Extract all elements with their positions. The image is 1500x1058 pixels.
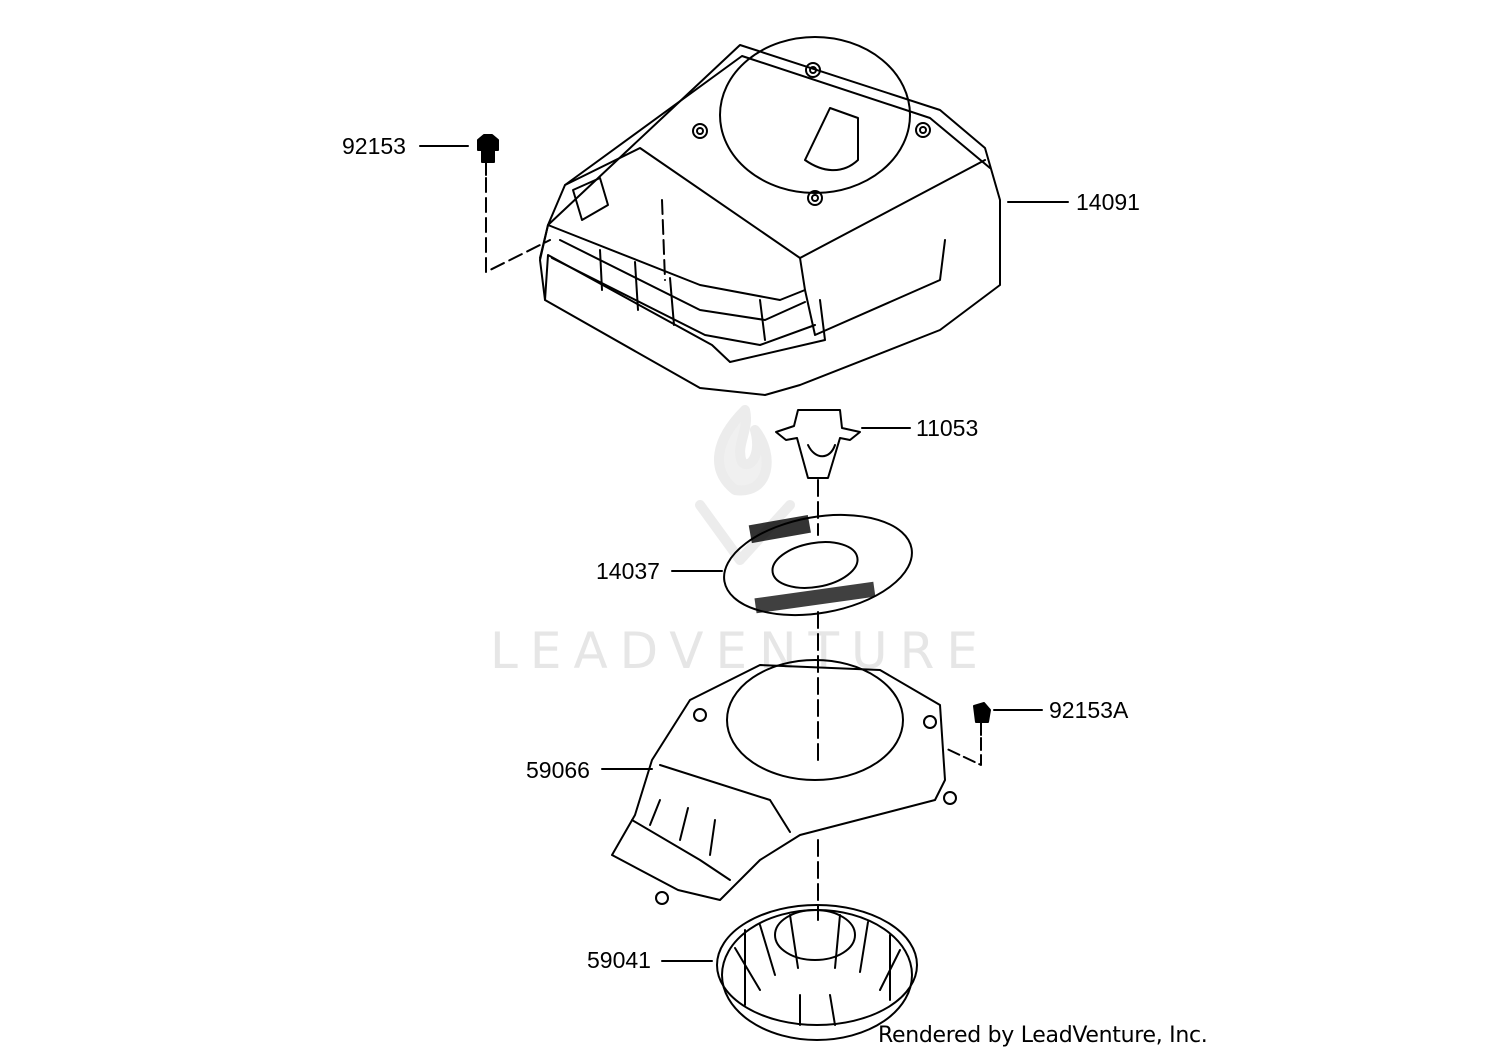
bolt-guide-line: [485, 177, 666, 281]
label-59066: 59066: [526, 757, 590, 783]
label-92153: 92153: [342, 133, 406, 159]
label-59041: 59041: [587, 947, 651, 973]
watermark-text: LEADVENTURE: [490, 622, 990, 680]
rendered-by-credit: Rendered by LeadVenture, Inc.: [878, 1023, 1208, 1048]
bolt-a-guide-line: [944, 737, 982, 766]
part-59041-fan[interactable]: [716, 904, 918, 1041]
part-14091-cover[interactable]: [539, 36, 1001, 396]
part-14037-screen[interactable]: [716, 501, 920, 629]
part-11053-cup[interactable]: [775, 409, 861, 479]
label-92153A: 92153A: [1049, 697, 1129, 723]
part-59066-housing[interactable]: [611, 659, 957, 905]
label-14037: 14037: [596, 558, 660, 584]
part-92153A-bolt[interactable]: [973, 702, 991, 736]
label-11053: 11053: [916, 415, 978, 441]
part-92153-bolt[interactable]: [477, 134, 499, 176]
label-14091: 14091: [1076, 189, 1140, 215]
